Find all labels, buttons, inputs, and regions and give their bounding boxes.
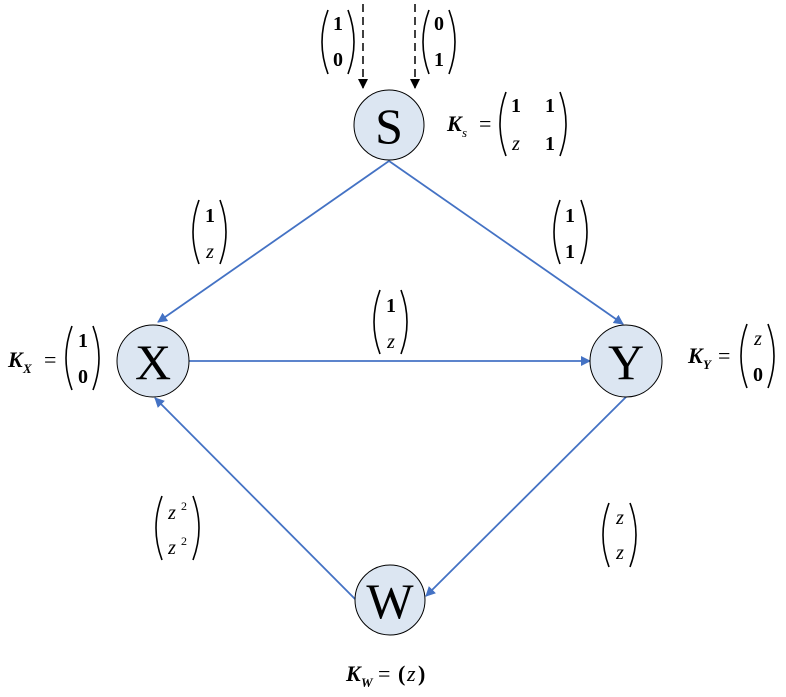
kernel-s-r1c2: 1: [545, 95, 555, 117]
edge-w-x-top: z: [167, 502, 176, 524]
input-left-bottom: 0: [333, 49, 343, 71]
kernel-w-eq: =: [378, 661, 390, 686]
input-right-bottom: 1: [434, 49, 444, 71]
kernel-w: K W = ( z ): [345, 661, 425, 690]
edge-label-y-w: z z: [602, 502, 637, 568]
node-y: Y: [589, 324, 663, 398]
node-w-label: W: [366, 573, 414, 629]
kernel-y-eq: =: [718, 343, 730, 368]
edge-label-x-y: 1 z: [373, 289, 408, 355]
kernel-y-symbol: K: [687, 343, 704, 368]
node-w: W: [354, 564, 426, 636]
edge-label-s-y: 1 1: [553, 199, 588, 265]
kernel-s-r2c1: z: [511, 133, 520, 155]
edge-w-x-bottom-sup: 2: [181, 534, 187, 548]
edge-w-x-bottom: z: [167, 537, 176, 559]
kernel-s: K s = 1 1 z 1: [446, 91, 567, 157]
edge-s-y-bottom: 1: [565, 241, 575, 263]
node-x-label: X: [135, 334, 171, 390]
kernel-w-sub: W: [361, 675, 374, 690]
edge-s-y: [388, 160, 624, 325]
edge-s-x-top: 1: [205, 205, 215, 227]
edge-y-w-top: z: [615, 507, 624, 529]
node-s-label: S: [375, 98, 403, 154]
edge-s-x-bottom: z: [205, 241, 214, 263]
edge-label-w-x: z 2 z 2: [155, 495, 200, 561]
kernel-w-value: z: [406, 661, 416, 686]
kernel-y-bottom: 0: [753, 364, 763, 386]
kernel-s-sub: s: [462, 125, 467, 140]
edge-s-x: [157, 160, 390, 323]
edge-x-y-bottom: z: [386, 331, 395, 353]
edge-w-x-top-sup: 2: [181, 499, 187, 513]
kernel-s-symbol: K: [446, 111, 463, 136]
edge-s-y-top: 1: [565, 205, 575, 227]
kernel-w-close: ): [418, 661, 425, 686]
node-y-label: Y: [608, 334, 644, 390]
edge-w-x: [154, 397, 357, 601]
kernel-x-symbol: K: [7, 347, 24, 372]
kernel-y: K Y = z 0: [687, 323, 775, 389]
edge-y-w: [425, 396, 627, 597]
kernel-x-eq: =: [44, 347, 56, 372]
kernel-y-sub: Y: [703, 357, 712, 372]
kernel-w-symbol: K: [345, 661, 362, 686]
edge-y-w-bottom: z: [615, 542, 624, 564]
input-vector-left: 1 0: [321, 9, 355, 75]
kernel-w-open: (: [398, 661, 405, 686]
kernel-x: K X = 1 0: [7, 325, 100, 391]
input-vector-right: 0 1: [422, 9, 456, 75]
kernel-y-top: z: [753, 328, 762, 350]
input-left-top: 1: [333, 13, 343, 35]
edge-label-s-x: 1 z: [192, 199, 227, 265]
kernel-s-r2c2: 1: [545, 133, 555, 155]
kernel-x-top: 1: [78, 330, 88, 352]
kernel-x-bottom: 0: [78, 366, 88, 388]
edge-x-y-top: 1: [386, 295, 396, 317]
input-right-top: 0: [434, 13, 444, 35]
node-x: X: [116, 324, 190, 398]
kernel-s-eq: =: [479, 111, 491, 136]
node-s: S: [353, 89, 425, 161]
kernel-s-r1c1: 1: [511, 95, 521, 117]
kernel-x-sub: X: [22, 361, 32, 376]
